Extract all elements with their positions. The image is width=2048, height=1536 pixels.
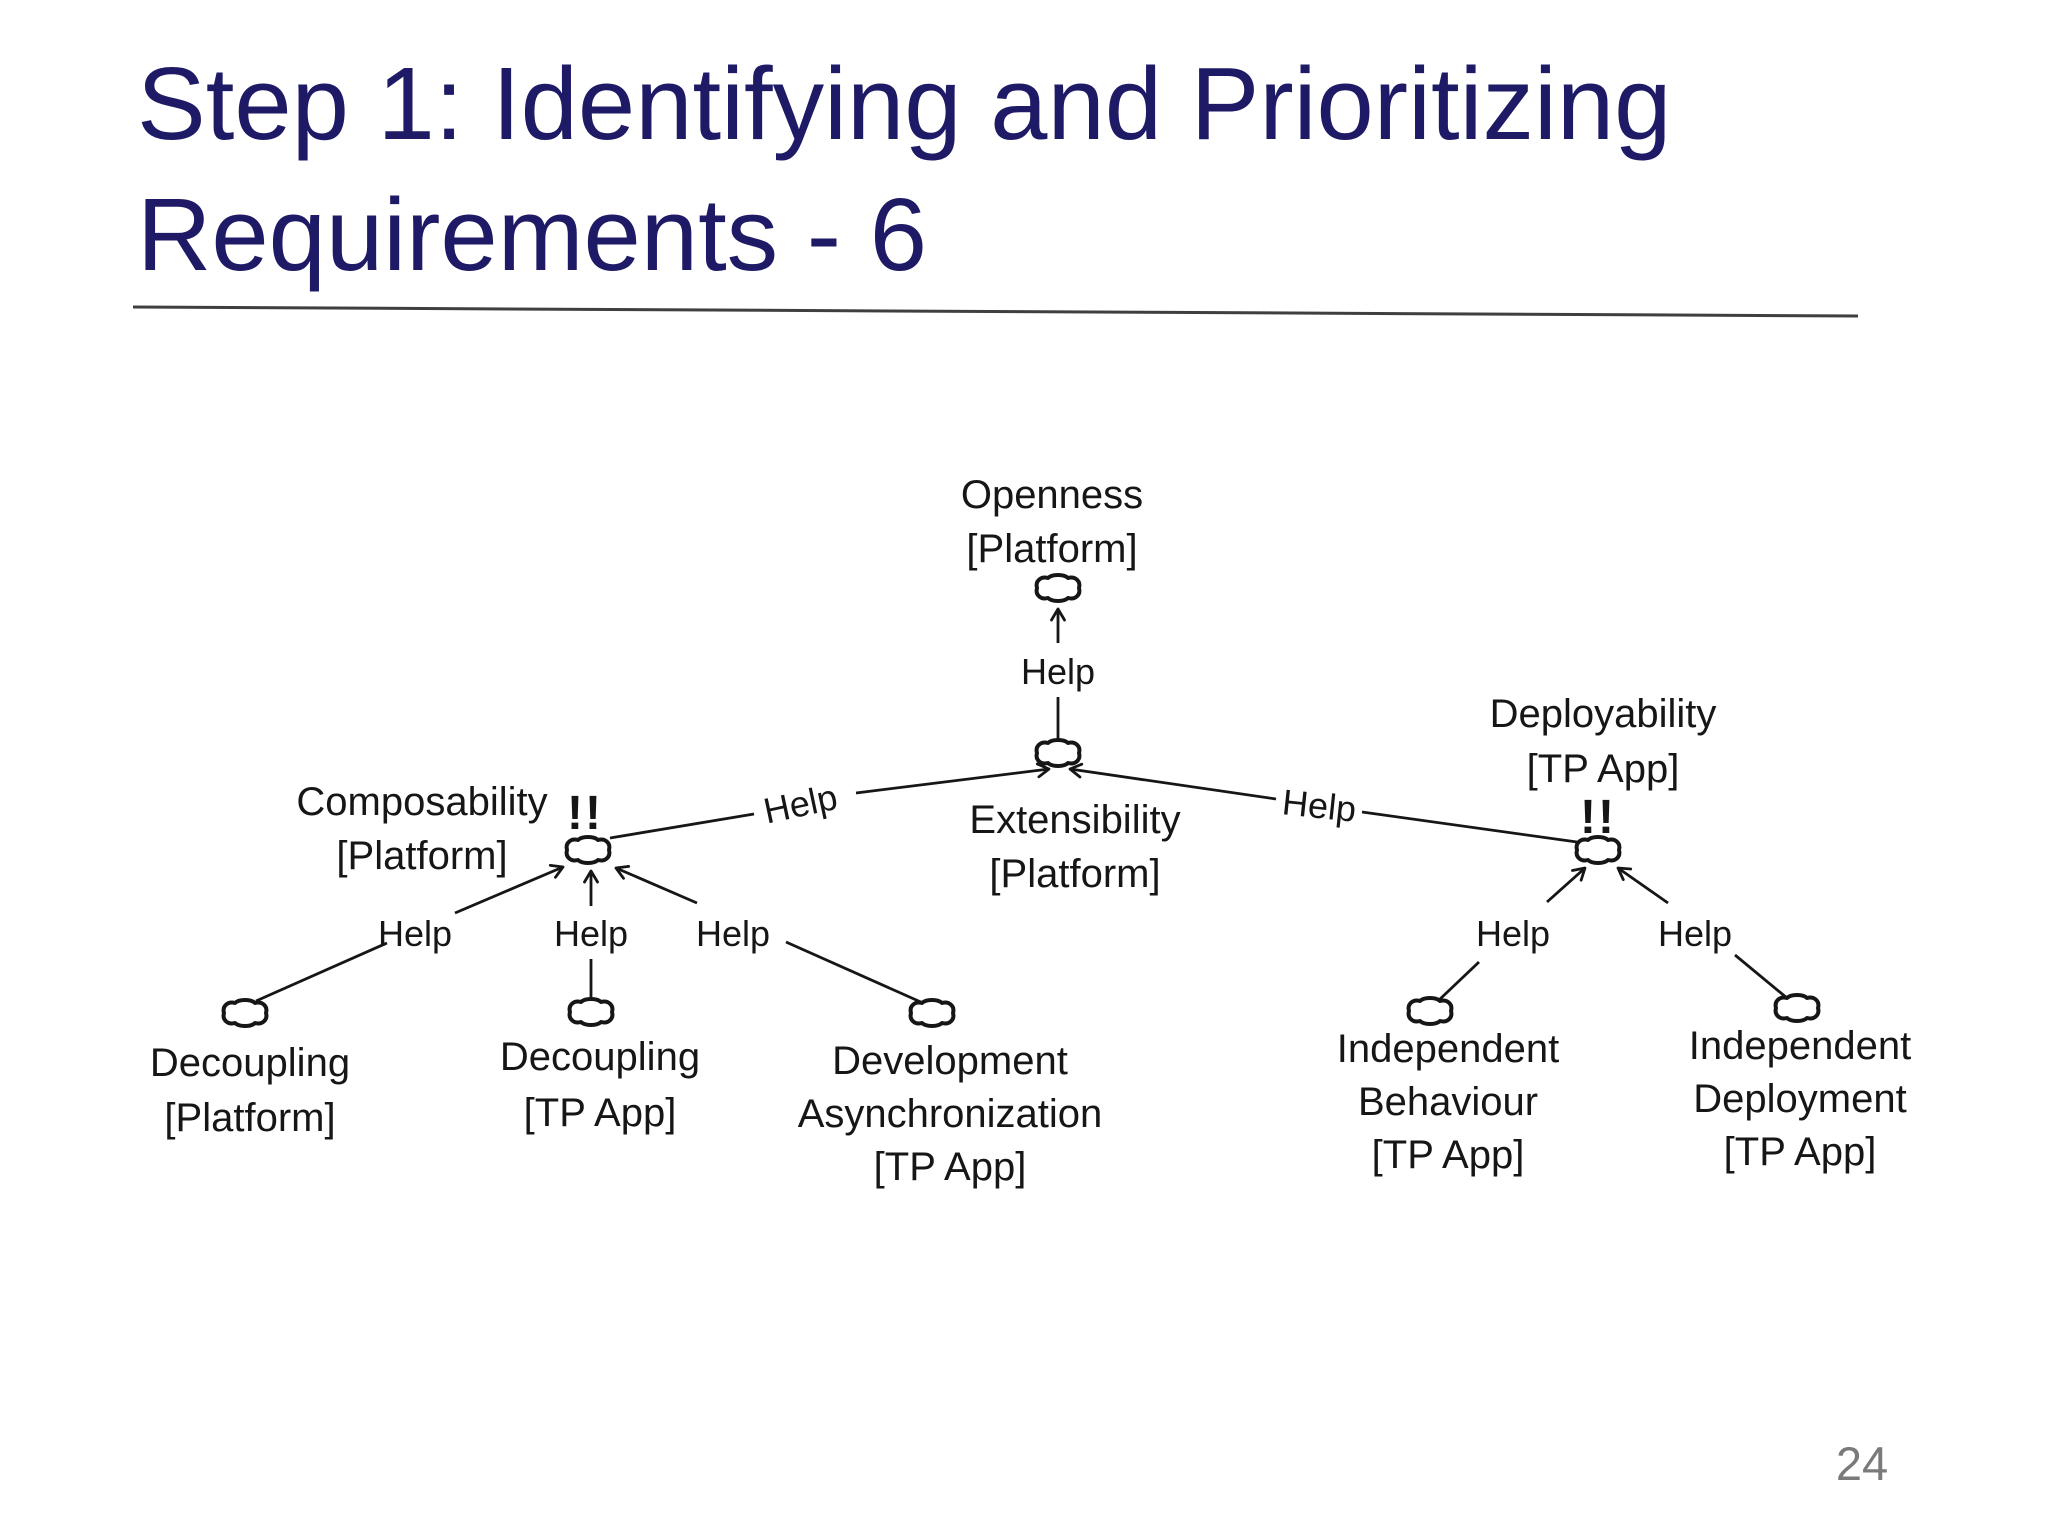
node-label-line: Behaviour <box>1358 1080 1538 1124</box>
softgoal-cloud-icon <box>221 998 269 1028</box>
edge-decoupling-tp-app-to-composability: Help <box>554 869 628 1000</box>
node-decoupling-tp-app: Decoupling [TP App] <box>500 997 700 1135</box>
node-label-line: [TP App] <box>1372 1133 1525 1177</box>
node-label-line: Decoupling <box>500 1035 700 1079</box>
title-divider <box>132 305 1859 318</box>
node-label-line: Independent <box>1689 1024 1911 1068</box>
softgoal-cloud-icon <box>1574 835 1622 865</box>
edge-independent-deployment-to-deployability: Help <box>1616 866 1788 1000</box>
node-label-line: [TP App] <box>1724 1130 1877 1174</box>
node-label-line: Deployment <box>1693 1077 1906 1121</box>
edge-line <box>1361 810 1578 844</box>
node-label: Extensibility [Platform] <box>969 798 1180 896</box>
edge-label-help: Help <box>760 776 841 831</box>
edge-line <box>785 940 924 1005</box>
node-openness: Openness [Platform] <box>961 473 1143 603</box>
node-label-line: Deployability <box>1490 692 1717 736</box>
edge-line <box>1438 960 1480 1002</box>
softgoal-cloud-icon <box>908 998 956 1028</box>
edge-label-help: Help <box>1476 913 1550 954</box>
edge-arrow-line <box>855 762 1051 795</box>
slide-title-line-2: Requirements - 6 <box>137 177 928 292</box>
edge-decoupling-platform-to-composability: Help <box>255 863 565 1003</box>
edge-deployability-to-extensibility: Help <box>1068 762 1578 844</box>
page-number: 24 <box>1835 1437 1889 1490</box>
edge-line <box>609 812 755 840</box>
edge-line <box>255 941 388 1003</box>
node-label-line: [TP App] <box>874 1145 1027 1189</box>
edge-extensibility-to-openness: Help <box>1021 607 1095 740</box>
edge-development-asynchronization-to-composability: Help <box>614 864 924 1005</box>
node-label: Composability [Platform] <box>296 780 547 878</box>
softgoal-cloud-icon <box>1773 993 1821 1023</box>
node-label: Openness [Platform] <box>961 473 1143 571</box>
softgoal-cloud-icon <box>1034 573 1082 603</box>
softgoal-cloud-icon <box>567 997 615 1027</box>
edge-arrow-line <box>1616 866 1669 905</box>
node-label: Decoupling [TP App] <box>500 1035 700 1135</box>
edge-arrow-line <box>1068 762 1277 801</box>
edge-label-help: Help <box>1658 913 1732 954</box>
node-label-line: [Platform] <box>164 1096 335 1140</box>
node-composability: Composability [Platform]!! <box>296 780 612 878</box>
node-label-line: Extensibility <box>969 798 1180 842</box>
slide-title: Step 1: Identifying and Prioritizing Req… <box>137 38 1671 300</box>
edge-arrow-line <box>454 863 565 915</box>
node-label-line: [Platform] <box>336 834 507 878</box>
edge-independent-behaviour-to-deployability: Help <box>1438 866 1587 1002</box>
node-label: Deployability [TP App] <box>1490 692 1717 791</box>
node-decoupling-platform: Decoupling [Platform] <box>150 998 350 1140</box>
edge-arrow-line <box>614 864 698 905</box>
priority-marks: !! <box>567 787 603 840</box>
priority-marks: !! <box>1580 791 1616 844</box>
node-label-line: [Platform] <box>966 527 1137 571</box>
edge-label-help: Help <box>1021 651 1095 692</box>
node-label-line: Openness <box>961 473 1143 517</box>
softgoal-cloud-icon <box>564 835 612 865</box>
node-label-line: Development <box>832 1039 1068 1083</box>
edge-label-help: Help <box>378 913 452 954</box>
slide-title-line-1: Step 1: Identifying and Prioritizing <box>137 46 1672 161</box>
node-deployability: Deployability [TP App]!! <box>1490 692 1717 865</box>
node-label-line: Composability <box>296 780 547 824</box>
node-label-line: [TP App] <box>524 1091 677 1135</box>
edge-label-help: Help <box>554 913 628 954</box>
node-label-line: Independent <box>1337 1027 1559 1071</box>
node-label-line: [Platform] <box>989 852 1160 896</box>
edge-arrow-line <box>1546 866 1587 904</box>
softgoal-cloud-icon <box>1034 738 1082 768</box>
edge-label-help: Help <box>1280 781 1358 830</box>
node-label-line: Asynchronization <box>798 1092 1103 1136</box>
edge-label-help: Help <box>696 913 770 954</box>
node-label-line: [TP App] <box>1527 747 1680 791</box>
node-extensibility: Extensibility [Platform] <box>969 738 1181 896</box>
softgoal-cloud-icon <box>1406 996 1454 1026</box>
node-label-line: Decoupling <box>150 1041 350 1085</box>
edge-line <box>1734 953 1788 1000</box>
node-label: Decoupling [Platform] <box>150 1041 350 1140</box>
